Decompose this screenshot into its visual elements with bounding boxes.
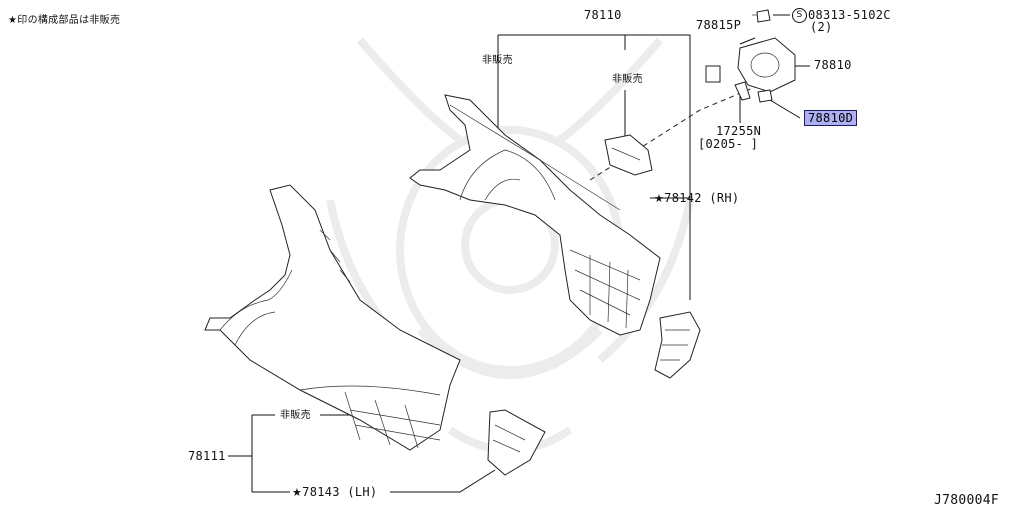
header-note: ★印の構成部品は非販売 bbox=[8, 15, 121, 26]
callout-78110[interactable]: 78110 bbox=[584, 8, 622, 22]
star-icon: ★ bbox=[654, 192, 665, 205]
quarter-panel-lh bbox=[204, 184, 461, 451]
not-for-sale-label-1: 非販売 bbox=[482, 55, 513, 66]
leader-lines bbox=[228, 14, 810, 493]
bolt-code: 08313-5102C bbox=[808, 8, 891, 22]
fuel-lid-assembly bbox=[705, 9, 796, 103]
callout-78810d-selected[interactable]: 78810D bbox=[804, 110, 858, 126]
diagram-code: J780004F bbox=[934, 493, 1000, 508]
bolt-quantity: (2) bbox=[810, 20, 833, 34]
callout-78111[interactable]: 78111 bbox=[188, 449, 226, 463]
bracket-78143 bbox=[487, 409, 546, 476]
callout-78143[interactable]: ★78143 (LH) bbox=[292, 485, 377, 500]
callout-78143-text: 78143 (LH) bbox=[302, 485, 378, 499]
star-icon: ★ bbox=[292, 486, 303, 499]
not-for-sale-label-2: 非販売 bbox=[612, 74, 643, 85]
callout-78142-text: 78142 (RH) bbox=[664, 191, 740, 205]
callout-78142[interactable]: ★78142 (RH) bbox=[654, 191, 739, 206]
bracket-78142 bbox=[654, 311, 701, 379]
callout-17255n[interactable]: 17255N bbox=[716, 124, 762, 138]
callout-78815p[interactable]: 78815P bbox=[696, 18, 742, 32]
date-range: [0205- ] bbox=[698, 137, 759, 151]
inner-panel-rh bbox=[409, 94, 661, 336]
inner-plate bbox=[604, 134, 653, 176]
bolt-symbol-icon: S bbox=[792, 8, 807, 23]
callout-78810[interactable]: 78810 bbox=[814, 58, 852, 72]
not-for-sale-label-3: 非販売 bbox=[280, 410, 311, 421]
